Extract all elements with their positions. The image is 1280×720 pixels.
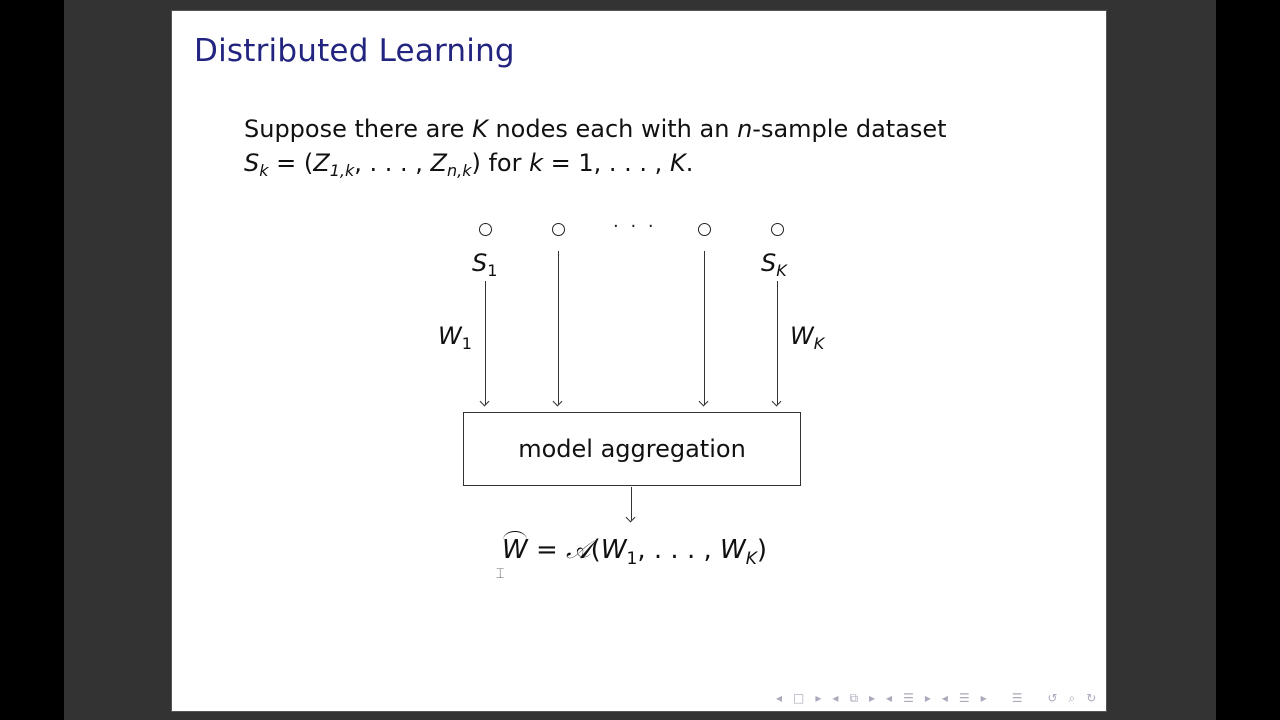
slide: Distributed Learning Suppose there are K…: [171, 10, 1107, 712]
nav-prev-frame-icon[interactable]: ◂: [832, 691, 839, 705]
nav-subsection-icon[interactable]: ☰: [903, 691, 914, 705]
nav-prev-subsection-icon[interactable]: ◂: [886, 691, 893, 705]
node-circle-1: [479, 223, 492, 236]
nav-search-icon[interactable]: ⌕: [1068, 690, 1076, 705]
nav-forward-icon[interactable]: ↻: [1086, 691, 1097, 705]
nav-slide-icon[interactable]: □: [793, 691, 805, 705]
nav-back-icon[interactable]: ↺: [1047, 691, 1058, 705]
nav-prev-slide-icon[interactable]: ◂: [776, 691, 783, 705]
node-circle-k: [771, 223, 784, 236]
edge-label-wk: WK: [790, 322, 825, 353]
nav-document-icon[interactable]: ☰: [1011, 691, 1023, 705]
nav-prev-section-icon[interactable]: ◂: [941, 691, 948, 705]
arrow-node3-to-aggregation: [704, 251, 706, 405]
nodes-ellipsis: · · ·: [613, 216, 657, 237]
nav-next-slide-icon[interactable]: ▸: [815, 691, 822, 705]
nav-section-icon[interactable]: ☰: [958, 691, 970, 705]
node-label-s1: S1: [472, 249, 498, 280]
text-cursor-icon: ⌶: [496, 566, 505, 582]
beamer-navigation-bar: ◂ □ ▸ ◂ ⧉ ▸ ◂ ☰ ▸ ◂ ☰ ▸ ☰ ↺ ⌕ ↻: [776, 689, 1096, 707]
intro-line-1: Suppose there are K nodes each with an n…: [244, 115, 947, 143]
nav-next-section-icon[interactable]: ▸: [980, 691, 987, 705]
slide-title: Distributed Learning: [194, 33, 515, 69]
nav-frame-icon[interactable]: ⧉: [849, 690, 859, 705]
w-hat: W: [502, 531, 528, 565]
edge-label-w1: W1: [438, 322, 472, 353]
model-aggregation-box: model aggregation: [463, 412, 801, 486]
intro-paragraph: Suppose there are K nodes each with an n…: [244, 112, 947, 180]
node-label-sk: SK: [761, 249, 787, 280]
arrow-node2-to-aggregation: [558, 251, 560, 405]
arrow-node1-to-aggregation: [485, 281, 487, 405]
arrow-nodek-to-aggregation: [777, 281, 779, 405]
nav-next-subsection-icon[interactable]: ▸: [924, 691, 931, 705]
arrow-aggregation-to-result: [631, 487, 633, 521]
node-circle-3: [698, 223, 711, 236]
aggregated-model-formula: W = 𝒜(W1, . . . , WK): [502, 531, 768, 569]
intro-line-2: Sk = (Z1,k, . . . , Zn,k) for k = 1, . .…: [244, 149, 694, 180]
nav-next-frame-icon[interactable]: ▸: [869, 691, 876, 705]
node-circle-2: [552, 223, 565, 236]
